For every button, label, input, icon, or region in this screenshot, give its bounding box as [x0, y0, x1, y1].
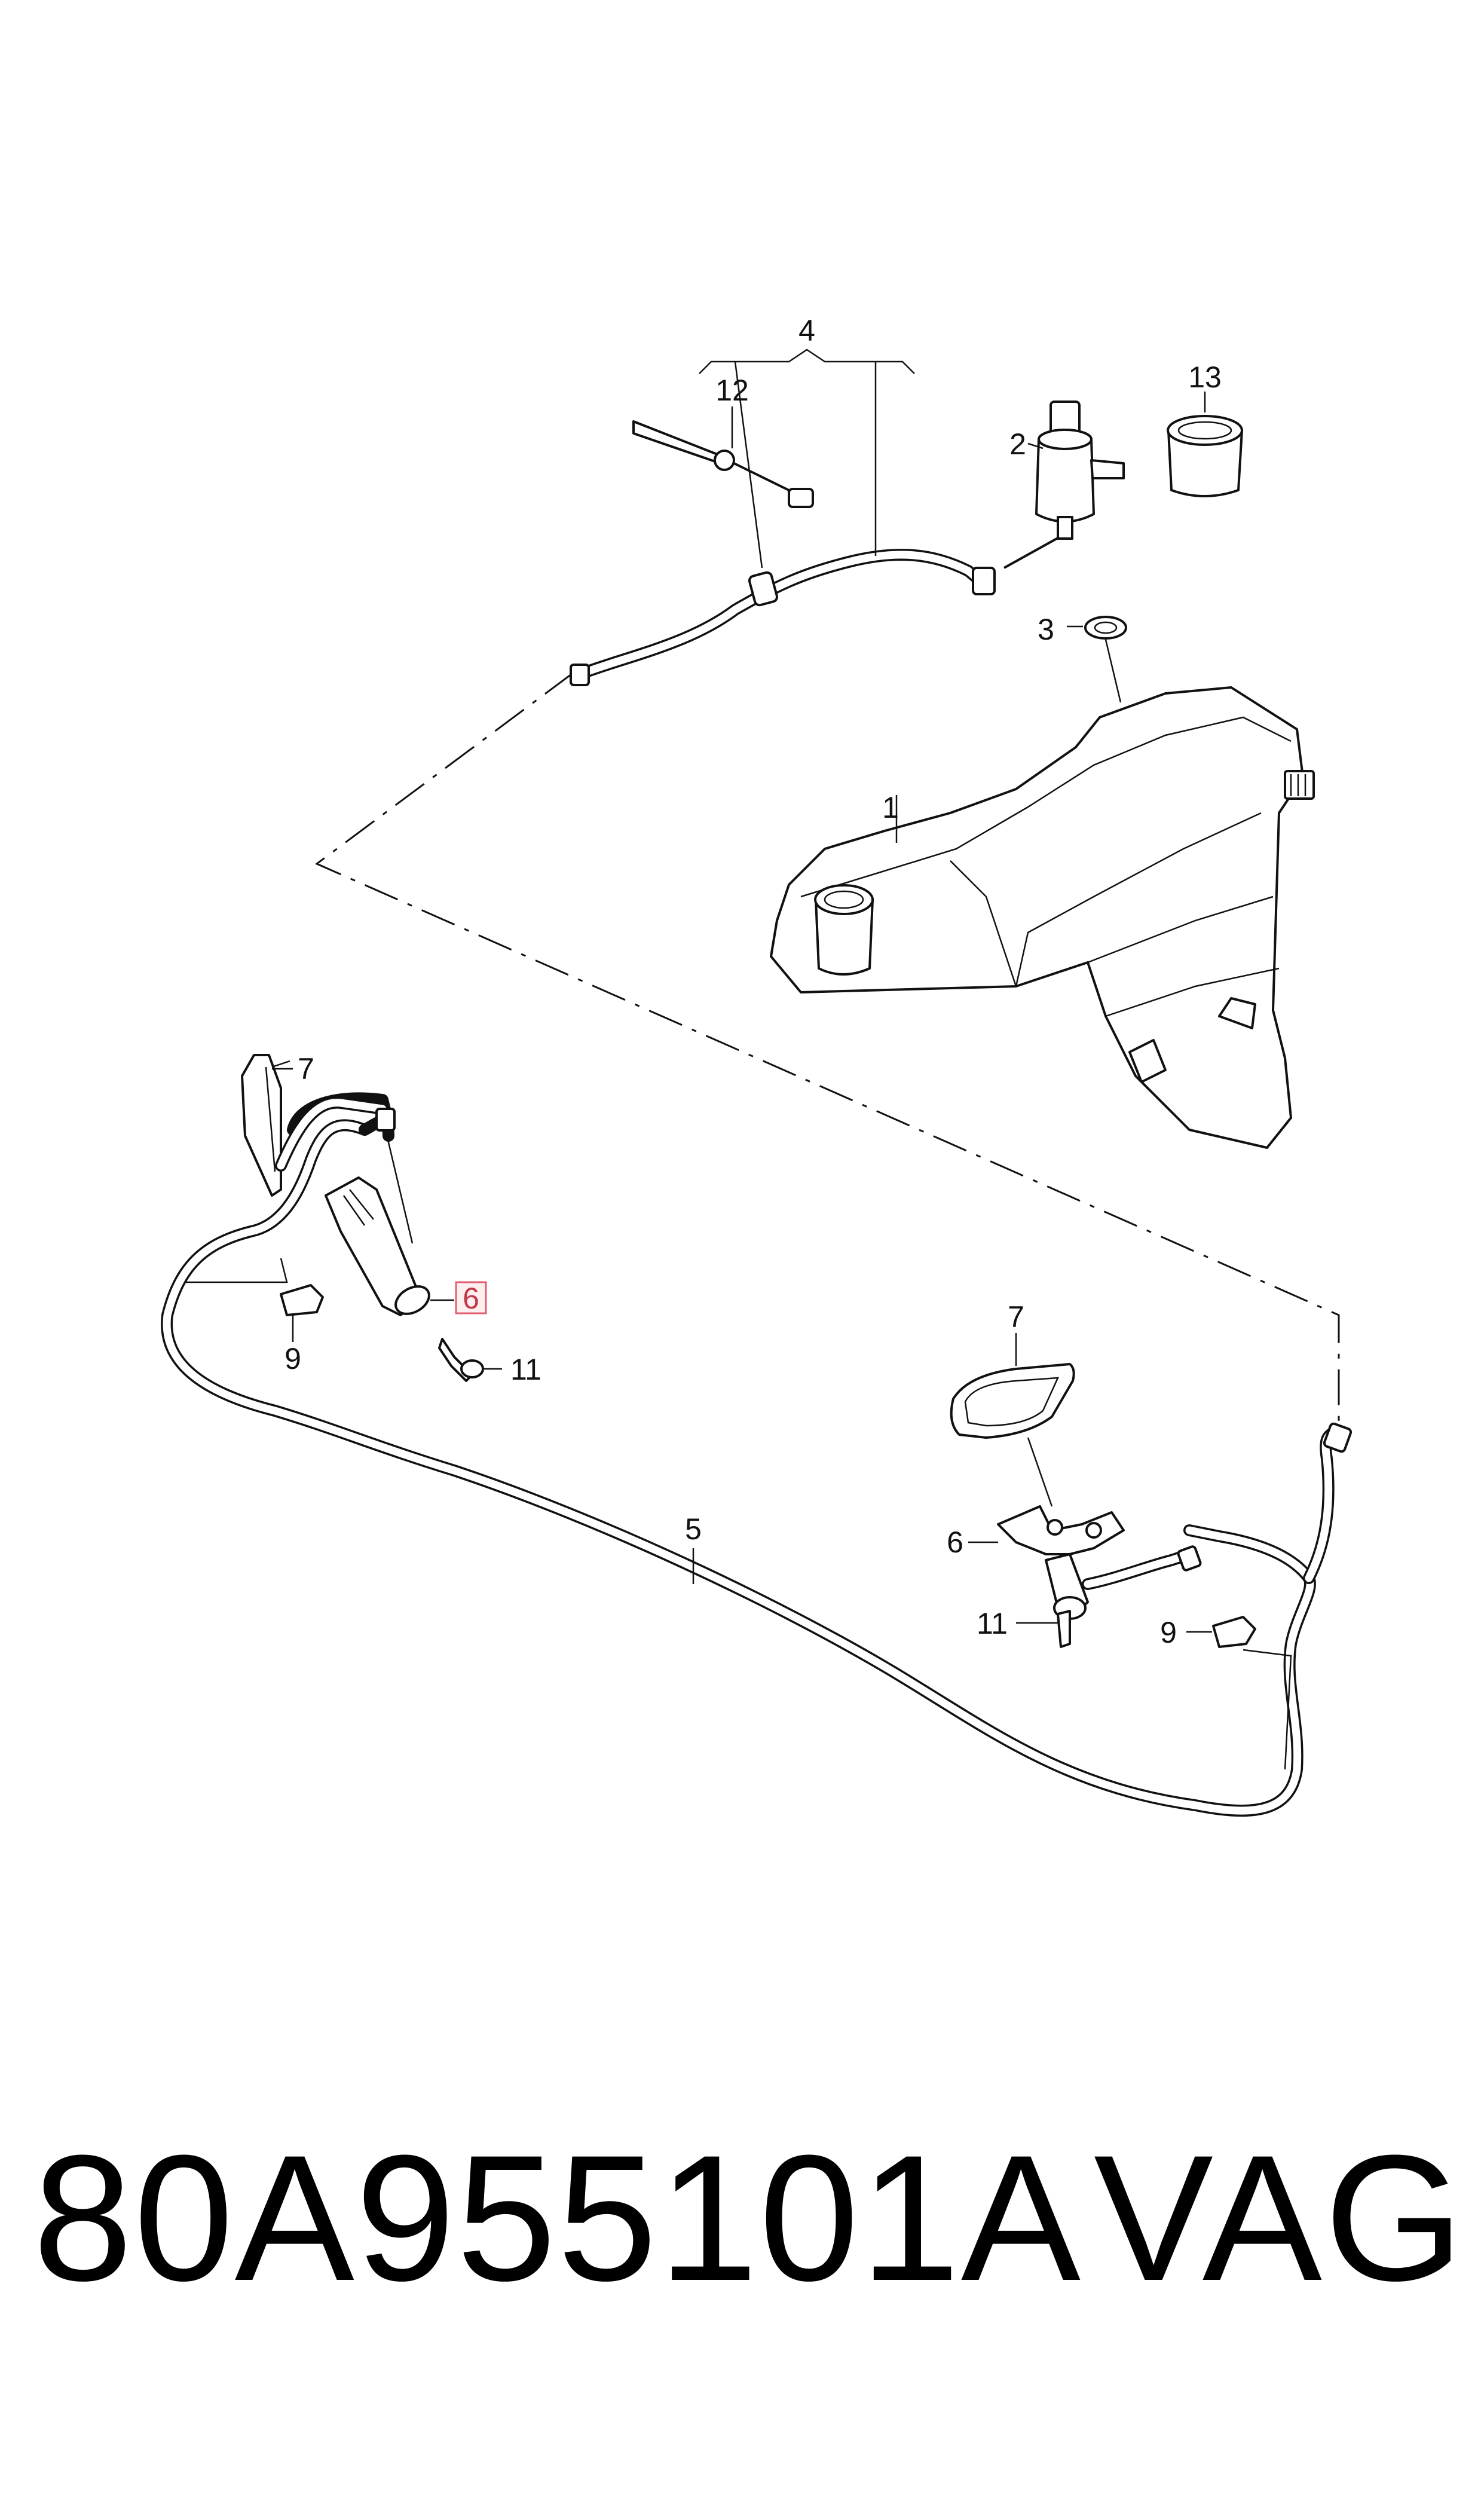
- part-number: 80A955101A: [33, 2117, 1082, 2318]
- callout-9-right: 9: [1160, 1616, 1177, 1649]
- callout-2: 2: [1009, 427, 1026, 461]
- callout-11-right: 11: [977, 1607, 1008, 1640]
- callout-4: 4: [798, 314, 815, 347]
- assembly-dash-lines: [315, 671, 1340, 1426]
- callout-7-left: 7: [298, 1052, 314, 1086]
- callout-6-left[interactable]: 6: [463, 1282, 479, 1315]
- part-4-hose: [570, 348, 996, 686]
- callout-9-left: 9: [284, 1342, 301, 1375]
- part-1-reservoir: [770, 686, 1315, 1149]
- callout-6-right: 6: [947, 1526, 963, 1559]
- part-12-cable-tie: [632, 406, 814, 508]
- callout-7-right: 7: [1008, 1300, 1024, 1334]
- part-13-grommet: [1167, 392, 1243, 497]
- callout-6-highlight-box[interactable]: [455, 1281, 487, 1314]
- callout-11-left: 11: [510, 1353, 541, 1386]
- right-nozzle-assembly: [950, 1333, 1256, 1648]
- callout-1: 1: [882, 791, 899, 824]
- callout-5: 5: [685, 1512, 702, 1546]
- callout-3: 3: [1038, 613, 1054, 646]
- left-nozzle-assembly: [241, 1054, 502, 1382]
- callout-12: 12: [715, 374, 749, 407]
- brand-name: VAG: [1094, 2117, 1467, 2318]
- part-2-pump: [1003, 401, 1125, 569]
- callout-13: 13: [1188, 360, 1222, 394]
- part-3-seal: [1067, 616, 1127, 703]
- callout-labels: 1 2 3 4 5 7 9 11 12 13 7 6 11 9 6: [284, 314, 1222, 1649]
